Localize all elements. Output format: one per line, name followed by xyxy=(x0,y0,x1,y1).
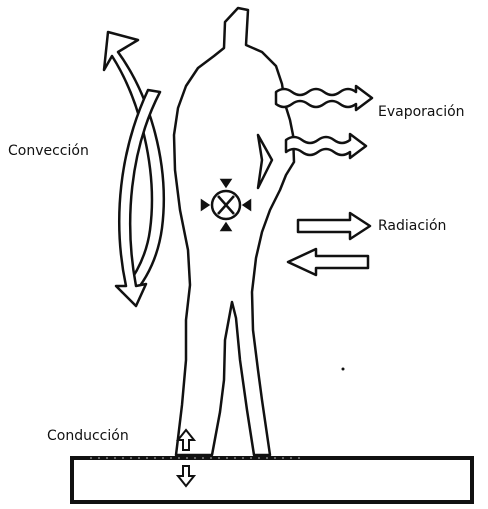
convection-label: Convección xyxy=(8,143,89,159)
radiation-arrows-icon xyxy=(288,213,370,275)
evaporation-label: Evaporación xyxy=(378,104,465,120)
human-silhouette-icon xyxy=(174,8,294,455)
convection-arrows-icon xyxy=(104,32,164,306)
conduction-label: Conducción xyxy=(47,428,129,444)
radiation-label: Radiación xyxy=(378,218,446,234)
metabolic-heat-symbol-icon xyxy=(202,180,250,230)
ground-slab-icon xyxy=(72,458,472,502)
